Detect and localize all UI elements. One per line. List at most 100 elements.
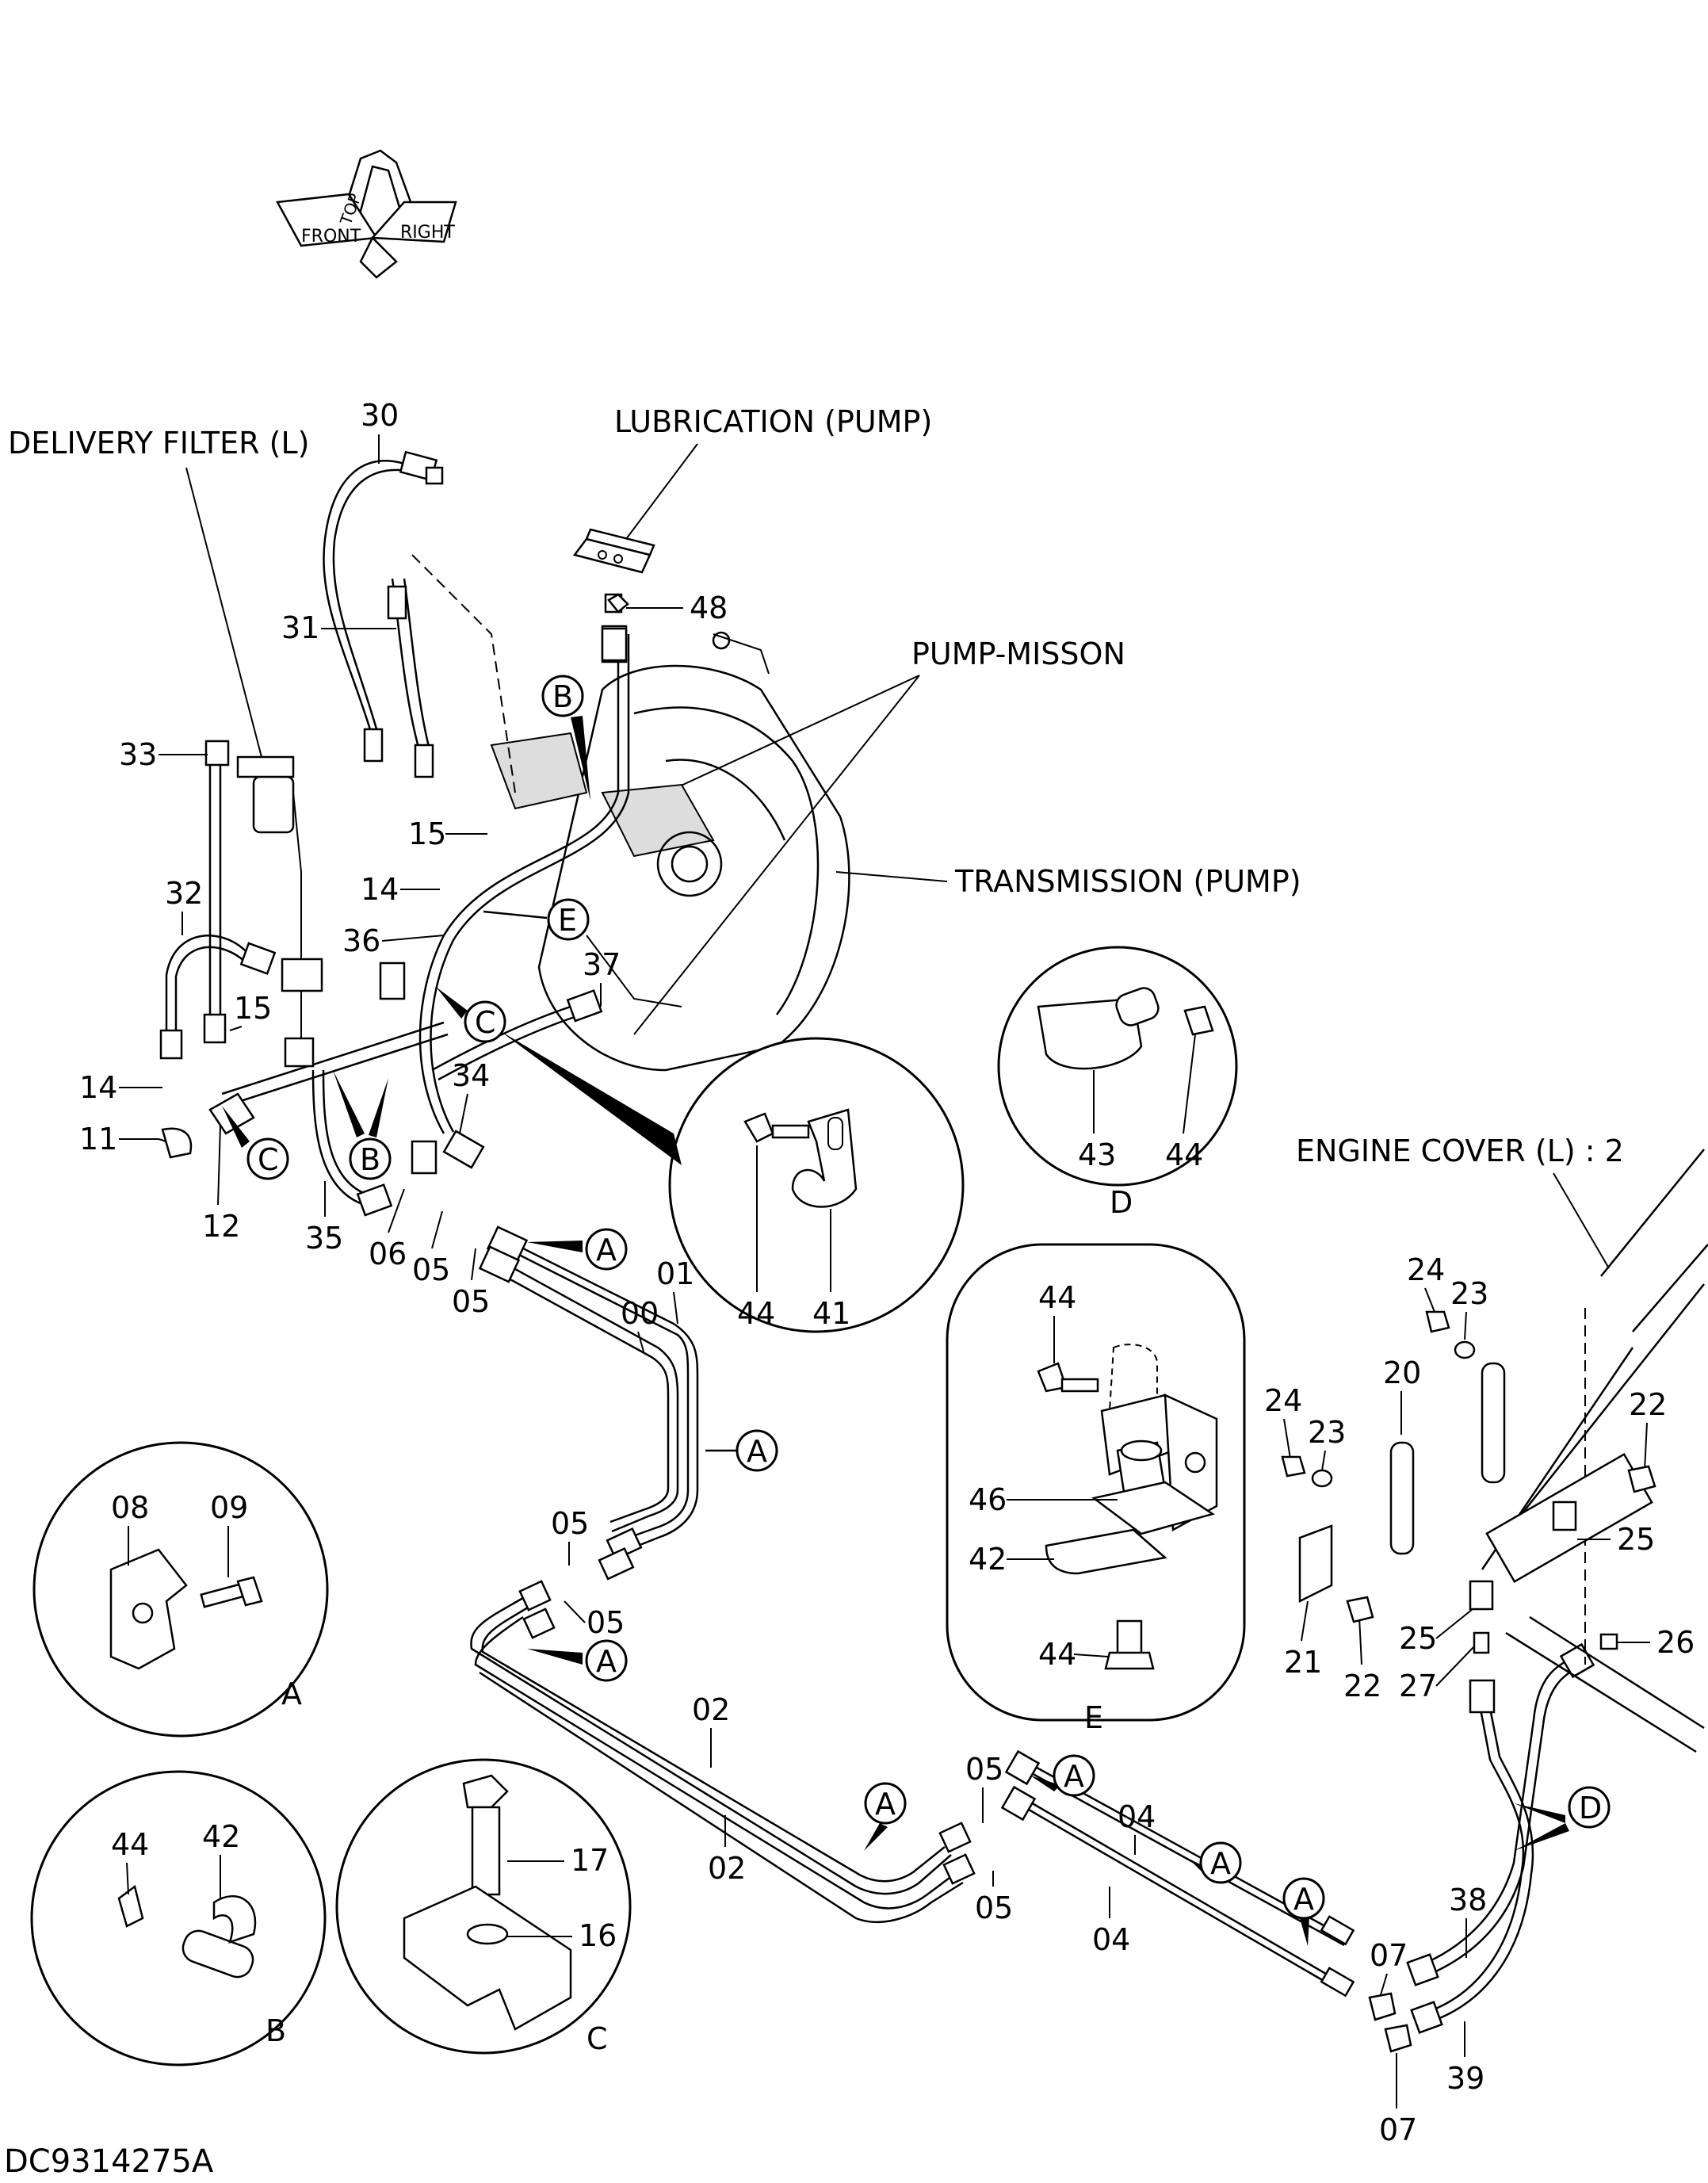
callout-letter-e: E (558, 903, 577, 938)
orientation-arrow-icon: FRONT TOP RIGHT (276, 149, 457, 279)
callout-02-top: 02 (692, 1692, 730, 1727)
label-delivery-filter: DELIVERY FILTER (L) (8, 426, 309, 461)
drawing-code: DC9314275A (4, 2143, 214, 2180)
detail-e-caption: E (1084, 1700, 1103, 1735)
callout-24-mid: 24 (1264, 1383, 1302, 1418)
label-engine-cover: ENGINE COVER (L) : 2 (1296, 1134, 1624, 1168)
label-pump-misson: PUMP-MISSON (911, 637, 1125, 671)
callout-08: 08 (111, 1490, 149, 1525)
callout-38: 38 (1449, 1883, 1487, 1917)
callout-37: 37 (583, 947, 621, 982)
detail-b-caption: B (266, 2013, 286, 2048)
callout-42-e: 42 (969, 1542, 1007, 1577)
callout-21: 21 (1284, 1645, 1322, 1680)
callout-letter-c-2: C (258, 1142, 279, 1177)
callout-14-left: 14 (79, 1070, 117, 1105)
callout-00: 00 (621, 1296, 659, 1331)
callout-letter-a-1: A (596, 1233, 617, 1267)
callout-46: 46 (969, 1482, 1007, 1517)
callout-42-b: 42 (202, 1819, 240, 1854)
callout-15-top: 15 (408, 816, 446, 851)
callout-23-top: 23 (1450, 1276, 1488, 1311)
callout-letter-a-2: A (747, 1434, 767, 1469)
detail-d: 43 44 D (997, 946, 1238, 1220)
callout-24-top: 24 (1407, 1252, 1445, 1287)
detail-e: 44 46 42 44 E (946, 1243, 1246, 1735)
callout-43: 43 (1078, 1137, 1116, 1172)
lubrication-pump-block (572, 528, 655, 574)
callout-05-f: 05 (975, 1891, 1013, 1925)
callout-22-right: 22 (1629, 1387, 1667, 1422)
callout-06: 06 (369, 1237, 407, 1271)
callout-01: 01 (656, 1256, 694, 1291)
pipe-02 (470, 1592, 964, 1924)
callout-09: 09 (210, 1490, 248, 1525)
fittings (159, 450, 1577, 1885)
callout-05-e: 05 (965, 1752, 1003, 1787)
callout-letter-a-4: A (875, 1787, 896, 1822)
callout-34: 34 (452, 1058, 490, 1093)
callout-33: 33 (119, 737, 157, 772)
letter-callouts: A A A A A A A B B C C (222, 675, 1611, 1946)
detail-c: 17 16 C (335, 1758, 632, 2056)
callout-letter-b-2: B (360, 1142, 380, 1177)
callout-05-d: 05 (587, 1605, 625, 1640)
callout-14-top: 14 (361, 872, 399, 907)
callout-25-bottom: 25 (1399, 1621, 1437, 1656)
callout-44-clamp: 44 (737, 1296, 775, 1331)
callout-letter-a-7: A (1293, 1882, 1314, 1917)
callout-17: 17 (571, 1843, 609, 1878)
callout-letter-a-5: A (1064, 1759, 1084, 1794)
label-transmission-pump: TRANSMISSION (PUMP) (954, 864, 1301, 899)
callout-letter-a-3: A (596, 1644, 617, 1679)
callout-07-top: 07 (1370, 1938, 1408, 1973)
detail-a: 08 09 A (32, 1441, 329, 1738)
hoses-38-39 (1406, 1642, 1595, 2034)
callout-48: 48 (690, 591, 728, 625)
callouts: 30 31 33 32 15 14 11 12 35 06 05 05 15 1… (79, 398, 1695, 2147)
detail-a-caption: A (281, 1676, 302, 1711)
callout-22-bottom: 22 (1343, 1669, 1381, 1703)
detail-b: 44 42 B (30, 1770, 327, 2066)
label-lubrication-pump: LUBRICATION (PUMP) (614, 404, 932, 439)
callout-04-bottom: 04 (1092, 1922, 1130, 1957)
callout-30: 30 (361, 398, 399, 433)
callout-20: 20 (1383, 1355, 1421, 1390)
callout-27: 27 (1399, 1669, 1437, 1703)
callout-44-e-bottom: 44 (1038, 1637, 1076, 1672)
callout-04-top: 04 (1118, 1799, 1156, 1834)
callout-44-e-top: 44 (1038, 1280, 1076, 1315)
callout-25-right: 25 (1617, 1522, 1655, 1557)
callout-05-a: 05 (412, 1252, 450, 1287)
callout-12: 12 (202, 1209, 240, 1244)
callout-letter-c-1: C (475, 1005, 496, 1040)
callout-23-mid: 23 (1308, 1415, 1346, 1450)
callout-32: 32 (165, 876, 203, 911)
pipe-bundle-00-01 (492, 1239, 699, 1555)
orientation-front-label: FRONT (301, 227, 361, 247)
detail-c-caption: C (587, 2021, 608, 2056)
callout-15-left: 15 (234, 991, 272, 1026)
callout-letter-d: D (1579, 1791, 1602, 1826)
callout-letter-b-1: B (552, 679, 573, 714)
detail-clamp-41: 44 41 (499, 1030, 965, 1333)
callout-02-bottom: 02 (708, 1851, 746, 1886)
callout-11: 11 (79, 1122, 117, 1156)
callout-35: 35 (305, 1221, 343, 1256)
callout-16: 16 (579, 1918, 617, 1953)
callout-44-d: 44 (1165, 1137, 1203, 1172)
callout-31: 31 (281, 610, 319, 645)
callout-36: 36 (342, 923, 380, 958)
callout-letter-a-6: A (1210, 1846, 1231, 1881)
callout-26: 26 (1656, 1625, 1695, 1660)
orientation-right-label: RIGHT (400, 223, 455, 243)
callout-07-bottom: 07 (1379, 2112, 1417, 2147)
callout-05-c: 05 (551, 1506, 589, 1541)
hose-routing (165, 460, 630, 1206)
callout-05-b: 05 (452, 1284, 490, 1319)
callout-39: 39 (1446, 2061, 1484, 2096)
callout-41: 41 (812, 1296, 850, 1331)
callout-44-b: 44 (111, 1827, 149, 1862)
detail-d-caption: D (1110, 1185, 1133, 1220)
